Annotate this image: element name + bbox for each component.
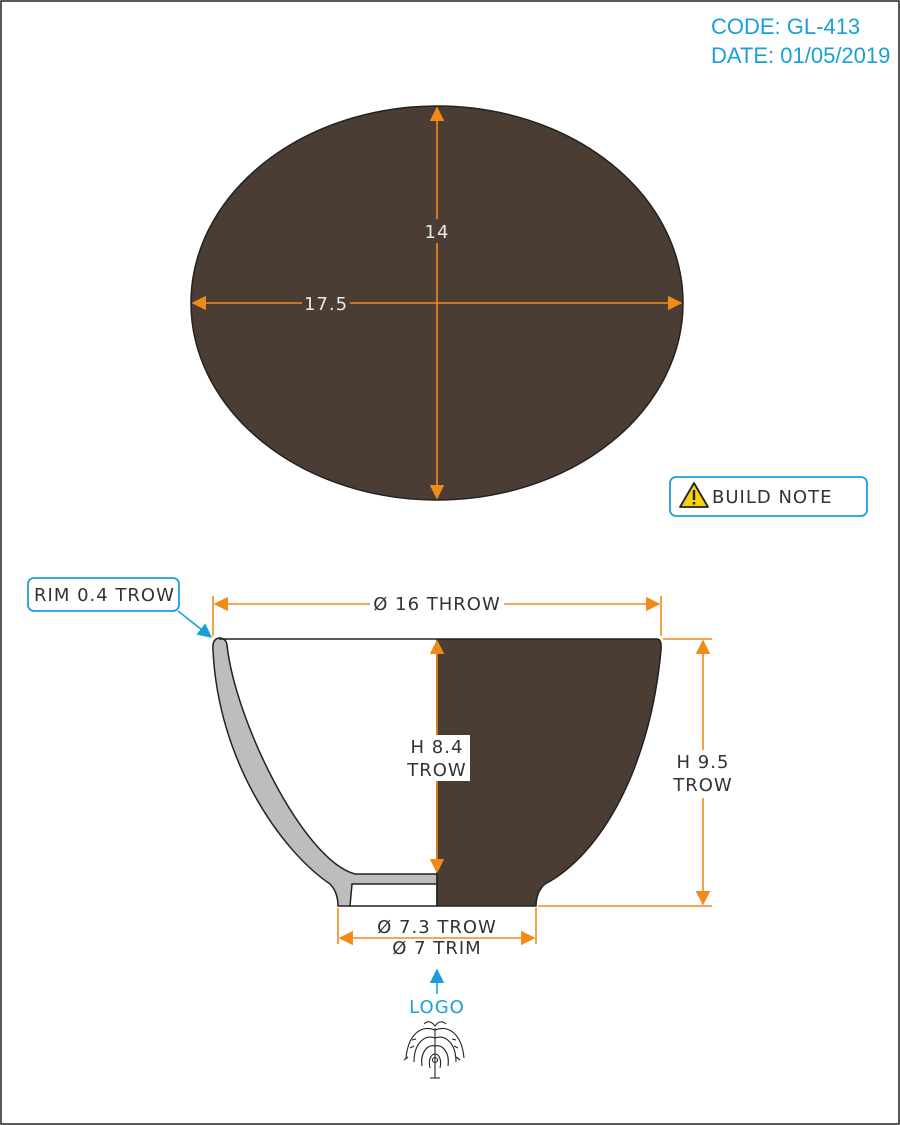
outer-height-line1: H 9.5 (677, 752, 730, 773)
tree-logo-icon (403, 1021, 465, 1079)
inner-height-dimension: H 8.4 TROW (404, 639, 470, 874)
outer-height-dimension: H 9.5 TROW (538, 638, 736, 907)
top-view: 17.5 14 (190, 105, 684, 501)
build-note-button[interactable]: BUILD NOTE (669, 476, 868, 517)
top-length-value: 17.5 (304, 294, 348, 315)
side-view (212, 637, 662, 907)
inner-height-line2: TROW (406, 760, 466, 781)
outer-height-line2: TROW (672, 775, 732, 796)
warning-triangle-icon (679, 482, 709, 508)
rim-callout: RIM 0.4 TROW (27, 577, 213, 638)
foot-diameter-dimension: Ø 7.3 TROW Ø 7 TRIM (337, 908, 537, 960)
build-note-label: BUILD NOTE (712, 487, 832, 508)
logo-callout: LOGO (409, 968, 465, 1018)
logo-label: LOGO (409, 997, 465, 1018)
inner-height-line1: H 8.4 (411, 737, 464, 758)
top-diameter-value: Ø 16 THROW (373, 594, 501, 615)
rim-callout-label: RIM 0.4 TROW (34, 585, 175, 606)
top-width-value: 14 (425, 222, 450, 243)
bowl-exterior-half (436, 638, 662, 907)
foot-diameter-value: Ø 7.3 TROW (377, 917, 497, 938)
rim-leader-line (177, 610, 213, 638)
trim-diameter-value: Ø 7 TRIM (392, 938, 481, 959)
bowl-cross-section (212, 637, 438, 907)
top-diameter-dimension: Ø 16 THROW (212, 592, 662, 636)
code-label: CODE: GL-413 (711, 14, 860, 39)
date-label: DATE: 01/05/2019 (711, 43, 890, 68)
